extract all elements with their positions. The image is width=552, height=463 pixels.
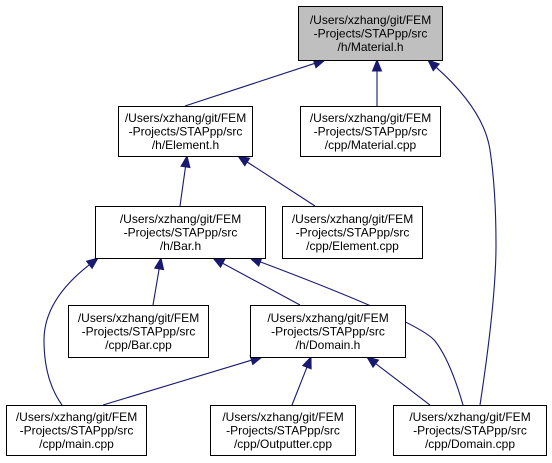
- edge-line: [179, 166, 187, 207]
- node-label-line: -Projects/STAPpp/src: [129, 124, 243, 138]
- edge-line: [246, 161, 316, 207]
- edge-outputter_cpp-to-domain_h: [291, 355, 312, 406]
- node-label-line: -Projects/STAPpp/src: [314, 26, 428, 40]
- node-label-line: -Projects/STAPpp/src: [296, 225, 410, 239]
- arrowhead-icon: [301, 355, 312, 370]
- node-label-line: /Users/xzhang/git/FEM: [16, 410, 137, 424]
- node-material-h[interactable]: /Users/xzhang/git/FEM-Projects/STAPpp/sr…: [298, 6, 443, 61]
- node-label-line: /Users/xzhang/git/FEM: [292, 212, 413, 226]
- node-label-line: -Projects/STAPpp/src: [226, 423, 340, 437]
- edge-line: [222, 262, 301, 306]
- edge-line: [152, 268, 160, 306]
- nodes-layer: /Users/xzhang/git/FEM-Projects/STAPpp/sr…: [6, 6, 547, 456]
- edge-main_cpp-to-bar_h: [43, 257, 100, 406]
- node-box: [298, 6, 443, 61]
- node-label-line: -Projects/STAPpp/src: [20, 423, 134, 437]
- node-domain-h[interactable]: /Users/xzhang/git/FEM-Projects/STAPpp/sr…: [250, 305, 406, 358]
- node-label-line: /cpp/Bar.cpp: [105, 338, 172, 352]
- edge-domain_cpp-to-material_h: [427, 59, 497, 406]
- node-main-cpp[interactable]: /Users/xzhang/git/FEM-Projects/STAPpp/sr…: [6, 405, 147, 456]
- edge-element_cpp-to-element_h: [236, 155, 316, 207]
- node-material-cpp[interactable]: /Users/xzhang/git/FEM-Projects/STAPpp/sr…: [300, 106, 441, 157]
- arrowhead-icon: [365, 356, 380, 369]
- node-label-line: /cpp/main.cpp: [39, 437, 114, 451]
- arrowhead-icon: [153, 256, 165, 271]
- node-outputter-cpp[interactable]: /Users/xzhang/git/FEM-Projects/STAPpp/sr…: [210, 405, 356, 456]
- node-label-line: /Users/xzhang/git/FEM: [78, 311, 199, 325]
- node-label-line: -Projects/STAPpp/src: [271, 324, 385, 338]
- node-label-line: /h/Domain.h: [296, 338, 361, 352]
- node-label-line: -Projects/STAPpp/src: [124, 225, 238, 239]
- node-label-line: /Users/xzhang/git/FEM: [409, 410, 530, 424]
- node-label-line: /cpp/Outputter.cpp: [234, 437, 332, 451]
- node-label-line: /Users/xzhang/git/FEM: [310, 13, 431, 27]
- edge-main_cpp-to-domain_h: [102, 355, 264, 406]
- edge-line: [375, 363, 431, 406]
- node-label-line: /h/Bar.h: [160, 239, 201, 253]
- edge-line: [102, 359, 252, 406]
- edge-domain_h-to-bar_h: [211, 257, 301, 306]
- node-label-line: /cpp/Element.cpp: [306, 239, 399, 253]
- node-label-line: /h/Element.h: [152, 138, 219, 152]
- edge-line: [184, 62, 315, 107]
- node-label-line: /cpp/Material.cpp: [325, 138, 417, 152]
- node-label-line: /Users/xzhang/git/FEM: [120, 212, 241, 226]
- node-box: [250, 305, 406, 358]
- edge-bar_cpp-to-bar_h: [152, 256, 165, 306]
- node-element-h[interactable]: /Users/xzhang/git/FEM-Projects/STAPpp/sr…: [118, 106, 253, 157]
- arrowhead-icon: [371, 58, 383, 72]
- node-label-line: /Users/xzhang/git/FEM: [267, 311, 388, 325]
- node-label-line: /cpp/Domain.cpp: [425, 437, 515, 451]
- node-label-line: /h/Material.h: [337, 40, 403, 54]
- node-box: [282, 206, 423, 259]
- node-label-line: -Projects/STAPpp/src: [314, 124, 428, 138]
- node-box: [210, 405, 356, 456]
- edge-element_h-to-material_h: [184, 58, 327, 107]
- node-bar-cpp[interactable]: /Users/xzhang/git/FEM-Projects/STAPpp/sr…: [68, 305, 209, 358]
- node-box: [118, 106, 253, 157]
- edge-domain_cpp-to-domain_h: [365, 356, 431, 406]
- node-label-line: -Projects/STAPpp/src: [82, 324, 196, 338]
- node-label-line: /Users/xzhang/git/FEM: [310, 111, 431, 125]
- edge-line: [435, 66, 497, 406]
- edges-layer: [43, 58, 497, 406]
- node-domain-cpp[interactable]: /Users/xzhang/git/FEM-Projects/STAPpp/sr…: [393, 405, 547, 456]
- edge-line: [43, 264, 90, 406]
- node-label-line: /Users/xzhang/git/FEM: [125, 111, 246, 125]
- edge-bar_h-to-element_h: [179, 154, 191, 207]
- arrowhead-icon: [180, 154, 191, 169]
- node-box: [95, 206, 266, 259]
- node-box: [393, 405, 547, 456]
- node-bar-h[interactable]: /Users/xzhang/git/FEM-Projects/STAPpp/sr…: [95, 206, 266, 259]
- edge-line: [260, 261, 464, 406]
- node-element-cpp[interactable]: /Users/xzhang/git/FEM-Projects/STAPpp/sr…: [282, 206, 423, 259]
- node-label-line: /Users/xzhang/git/FEM: [222, 410, 343, 424]
- node-box: [300, 106, 441, 157]
- edge-material_cpp-to-material_h: [371, 58, 383, 106]
- node-box: [6, 405, 147, 456]
- edge-line: [291, 367, 308, 406]
- node-box: [68, 305, 209, 358]
- arrowhead-icon: [236, 155, 251, 167]
- arrowhead-icon: [211, 257, 226, 269]
- node-label-line: -Projects/STAPpp/src: [413, 423, 527, 437]
- arrowhead-icon: [427, 59, 441, 72]
- arrowhead-icon: [85, 257, 100, 270]
